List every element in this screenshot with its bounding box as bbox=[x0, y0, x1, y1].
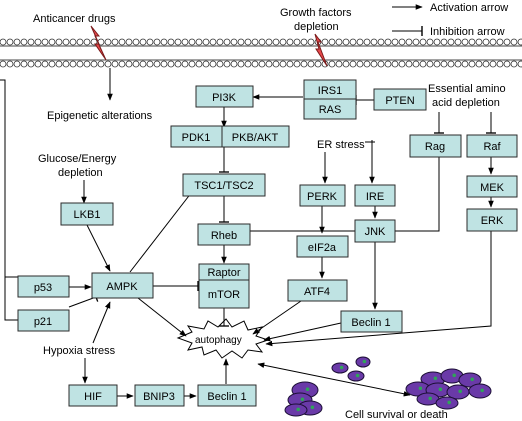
cell-nucleus-icon bbox=[428, 396, 433, 401]
cells-illustration bbox=[284, 356, 492, 417]
node-ire[interactable]: IRE bbox=[354, 184, 396, 207]
svg-text:LKB1: LKB1 bbox=[74, 209, 101, 221]
cell-nucleus-icon bbox=[458, 389, 463, 394]
svg-text:Beclin 1: Beclin 1 bbox=[351, 317, 390, 329]
svg-text:Beclin 1: Beclin 1 bbox=[207, 391, 246, 403]
cell-nucleus-icon bbox=[296, 407, 301, 412]
node-jnk[interactable]: JNK bbox=[354, 219, 396, 243]
node-pdk1[interactable]: PDK1 bbox=[170, 125, 223, 148]
svg-text:PKB/AKT: PKB/AKT bbox=[232, 132, 279, 144]
label-glucose-line2: depletion bbox=[58, 167, 103, 179]
cell-nucleus-icon bbox=[362, 359, 367, 364]
label-anticancer-drugs: Anticancer drugs bbox=[33, 13, 116, 25]
cell-nucleus-icon bbox=[305, 387, 310, 392]
svg-text:AMPK: AMPK bbox=[106, 281, 138, 293]
connector-drugs-p53 bbox=[0, 79, 18, 278]
svg-text:RAS: RAS bbox=[319, 104, 342, 116]
node-beclin1-er[interactable]: Beclin 1 bbox=[340, 310, 403, 333]
node-erk[interactable]: ERK bbox=[466, 208, 518, 232]
svg-text:MEK: MEK bbox=[480, 182, 505, 194]
label-amino-line1: Essential amino bbox=[428, 83, 506, 95]
cell-nucleus-icon bbox=[418, 386, 423, 391]
cell-icon bbox=[468, 383, 492, 399]
cell-nucleus-icon bbox=[480, 388, 485, 393]
label-amino-line2: acid depletion bbox=[432, 97, 500, 109]
cell-nucleus-icon bbox=[355, 373, 360, 378]
svg-text:PI3K: PI3K bbox=[212, 92, 237, 104]
legend-inhibition: Inhibition arrow bbox=[430, 26, 505, 38]
svg-text:Rheb: Rheb bbox=[211, 230, 237, 242]
node-p53[interactable]: p53 bbox=[17, 275, 70, 298]
node-p21[interactable]: p21 bbox=[17, 309, 70, 332]
node-rag[interactable]: Rag bbox=[409, 134, 462, 158]
svg-text:PTEN: PTEN bbox=[385, 95, 414, 107]
legend-activation: Activation arrow bbox=[430, 2, 508, 14]
node-pi3k[interactable]: PI3K bbox=[195, 85, 254, 108]
node-raptor[interactable]: Raptor bbox=[198, 263, 250, 281]
svg-text:mTOR: mTOR bbox=[208, 289, 240, 301]
label-er-stress: ER stress bbox=[317, 139, 365, 151]
svg-text:BNIP3: BNIP3 bbox=[143, 391, 175, 403]
svg-text:Raptor: Raptor bbox=[207, 267, 240, 279]
cell-icon bbox=[284, 403, 308, 417]
node-irs1[interactable]: IRS1 bbox=[303, 79, 357, 100]
cell-nucleus-icon bbox=[447, 400, 452, 405]
svg-text:p53: p53 bbox=[34, 282, 52, 294]
node-atf4[interactable]: ATF4 bbox=[287, 279, 348, 302]
node-beclin1-hif[interactable]: Beclin 1 bbox=[197, 384, 257, 407]
cell-membrane bbox=[0, 38, 522, 68]
svg-text:HIF: HIF bbox=[84, 391, 102, 403]
lightning-bolt-icon-drugs bbox=[90, 25, 107, 61]
svg-text:JNK: JNK bbox=[365, 226, 386, 238]
node-pten[interactable]: PTEN bbox=[373, 88, 427, 111]
label-hypoxia: Hypoxia stress bbox=[43, 345, 116, 357]
cell-icon bbox=[435, 396, 459, 410]
label-autophagy: autophagy bbox=[195, 335, 242, 346]
svg-text:IRE: IRE bbox=[366, 191, 384, 203]
node-mtor[interactable]: mTOR bbox=[198, 279, 250, 309]
svg-text:Rag: Rag bbox=[425, 141, 445, 153]
cell-nucleus-icon bbox=[310, 405, 315, 410]
svg-text:p21: p21 bbox=[34, 316, 52, 328]
svg-text:ERK: ERK bbox=[481, 215, 504, 227]
cell-icon bbox=[458, 372, 482, 388]
lightning-bolt-icon-growth bbox=[314, 33, 328, 67]
label-cell-survival: Cell survival or death bbox=[345, 409, 448, 421]
svg-text:PDK1: PDK1 bbox=[182, 132, 211, 144]
legend: Activation arrow Inhibition arrow bbox=[392, 2, 508, 38]
node-lkb1[interactable]: LKB1 bbox=[60, 202, 114, 226]
connectors bbox=[0, 68, 496, 399]
cell-nucleus-icon bbox=[470, 377, 475, 382]
label-growth-factors-line2: depletion bbox=[294, 21, 339, 33]
svg-text:PERK: PERK bbox=[307, 191, 338, 203]
node-ampk[interactable]: AMPK bbox=[91, 272, 154, 299]
node-pkb-akt[interactable]: PKB/AKT bbox=[221, 125, 290, 148]
cell-nucleus-icon bbox=[438, 387, 443, 392]
svg-text:ATF4: ATF4 bbox=[304, 286, 330, 298]
node-mek[interactable]: MEK bbox=[466, 175, 518, 198]
node-tsc[interactable]: TSC1/TSC2 bbox=[182, 173, 266, 197]
svg-text:eIF2a: eIF2a bbox=[308, 242, 337, 254]
node-ras[interactable]: RAS bbox=[303, 98, 357, 120]
node-bnip3[interactable]: BNIP3 bbox=[134, 384, 185, 407]
node-rheb[interactable]: Rheb bbox=[197, 223, 251, 246]
svg-text:TSC1/TSC2: TSC1/TSC2 bbox=[194, 180, 253, 192]
node-hif[interactable]: HIF bbox=[68, 384, 118, 407]
label-growth-factors-line1: Growth factors bbox=[280, 7, 352, 19]
node-perk[interactable]: PERK bbox=[299, 184, 346, 207]
node-raf[interactable]: Raf bbox=[466, 134, 518, 158]
label-glucose-line1: Glucose/Energy bbox=[38, 153, 117, 165]
svg-text:IRS1: IRS1 bbox=[318, 85, 342, 97]
cell-nucleus-icon bbox=[339, 365, 344, 370]
cell-nucleus-icon bbox=[433, 376, 438, 381]
cell-nucleus-icon bbox=[452, 373, 457, 378]
node-eif2a[interactable]: eIF2a bbox=[296, 235, 349, 258]
cell-nucleus-icon bbox=[300, 397, 305, 402]
label-epigenetic: Epigenetic alterations bbox=[47, 110, 153, 122]
svg-text:Raf: Raf bbox=[483, 141, 501, 153]
